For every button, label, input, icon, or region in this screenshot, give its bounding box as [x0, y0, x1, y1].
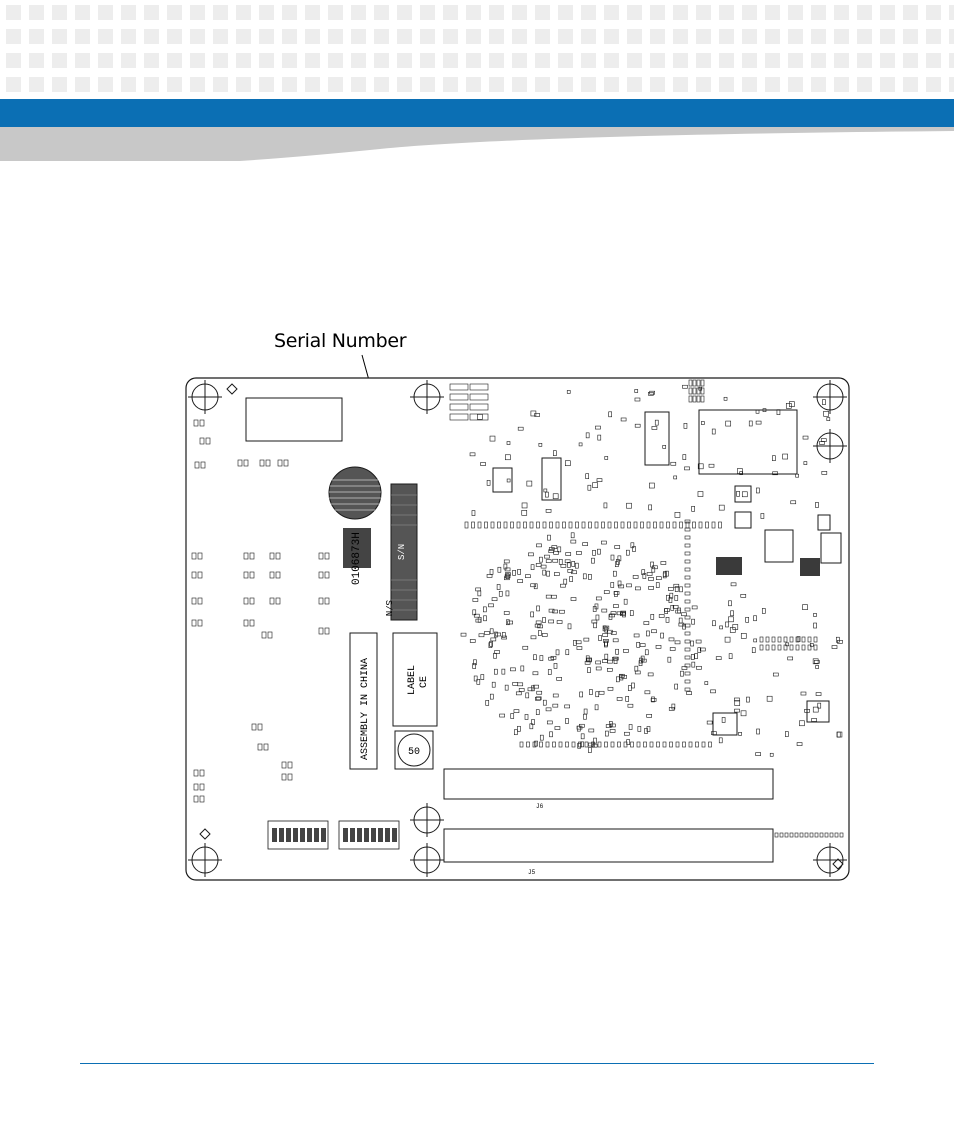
- fiducial-markers: [199, 383, 844, 870]
- assembly-label-box: [349, 632, 378, 770]
- connector-j6-label: J6: [536, 803, 544, 810]
- serial-number-sticker: [390, 483, 418, 621]
- label-ce-box: [392, 632, 438, 727]
- round-connector: [328, 466, 382, 520]
- connector-j5-label: J5: [528, 869, 536, 876]
- footer-rule: [80, 1063, 874, 1064]
- board-diagram: 0106873H S/N S/N ASSEMBLY IN CHINA LABEL…: [185, 354, 850, 881]
- part-number-label: 0106873H: [351, 532, 363, 585]
- header-grey-wedge: [0, 127, 954, 161]
- connector-j5: [443, 828, 774, 863]
- component-field: [191, 379, 844, 838]
- assembly-text: ASSEMBLY IN CHINA: [360, 658, 371, 760]
- shaded-components: [716, 557, 820, 576]
- header-blue-band: [0, 99, 954, 127]
- dip-switch-paddles: [272, 828, 397, 842]
- serial-sticker-text: S/N: [397, 544, 407, 560]
- mounting-holes: [188, 380, 847, 877]
- sn-vertical-label: S/N: [383, 600, 393, 616]
- label-ce-line1: LABEL: [407, 665, 418, 695]
- connector-j6: [443, 768, 774, 800]
- serial-number-callout-label: Serial Number: [274, 330, 407, 352]
- large-ics: [245, 397, 842, 736]
- label-ce-line2: CE: [419, 676, 430, 688]
- header-dot-pattern: [6, 5, 954, 92]
- battery-label: 50: [408, 747, 420, 758]
- barcode-small: [343, 528, 371, 568]
